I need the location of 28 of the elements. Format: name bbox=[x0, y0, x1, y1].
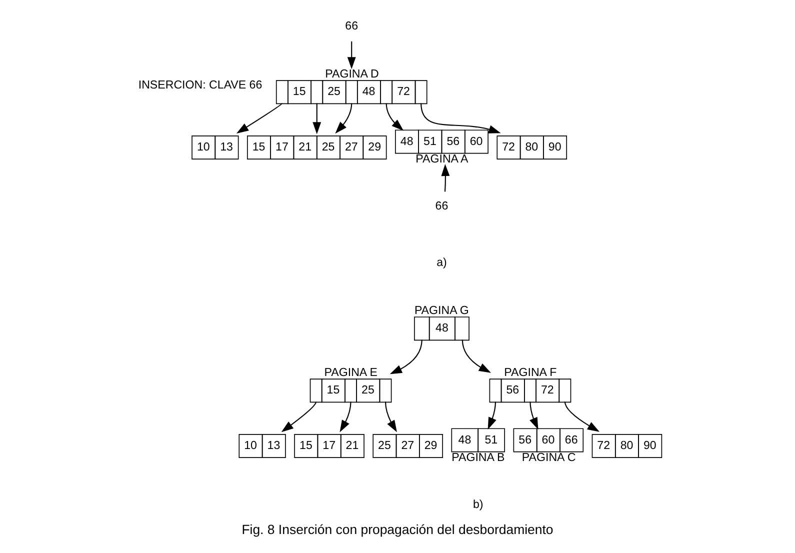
node-label: PAGINA D bbox=[325, 68, 379, 80]
arrow bbox=[420, 103, 501, 134]
node-label: PAGINA B bbox=[452, 452, 505, 464]
node-label: PAGINA E bbox=[324, 366, 378, 379]
arrow bbox=[488, 402, 496, 430]
label: INSERCION: CLAVE 66 bbox=[138, 80, 262, 92]
node-label: PAGINA F bbox=[504, 366, 557, 379]
caption: Fig. 8 Inserción con propagación del desbordamiento bbox=[242, 522, 554, 537]
node-text: 66 bbox=[435, 200, 448, 213]
node-text: 66 bbox=[345, 20, 358, 32]
arrow bbox=[564, 402, 600, 432]
arrow bbox=[335, 103, 352, 134]
arrow bbox=[384, 402, 397, 432]
node-label: PAGINA C bbox=[522, 452, 576, 464]
arrow bbox=[390, 340, 422, 374]
node-label: PAGINA G bbox=[414, 304, 469, 317]
label: a) bbox=[436, 256, 447, 269]
arrow bbox=[347, 41, 356, 70]
node-label: PAGINA A bbox=[416, 154, 468, 166]
arrow bbox=[530, 402, 538, 430]
arrow bbox=[312, 103, 322, 134]
arrow bbox=[340, 402, 352, 432]
arrow bbox=[462, 340, 492, 373]
arrow bbox=[386, 103, 404, 131]
label: b) bbox=[472, 499, 484, 512]
arrow bbox=[281, 402, 317, 432]
arrow bbox=[441, 164, 450, 192]
arrow bbox=[236, 102, 283, 134]
